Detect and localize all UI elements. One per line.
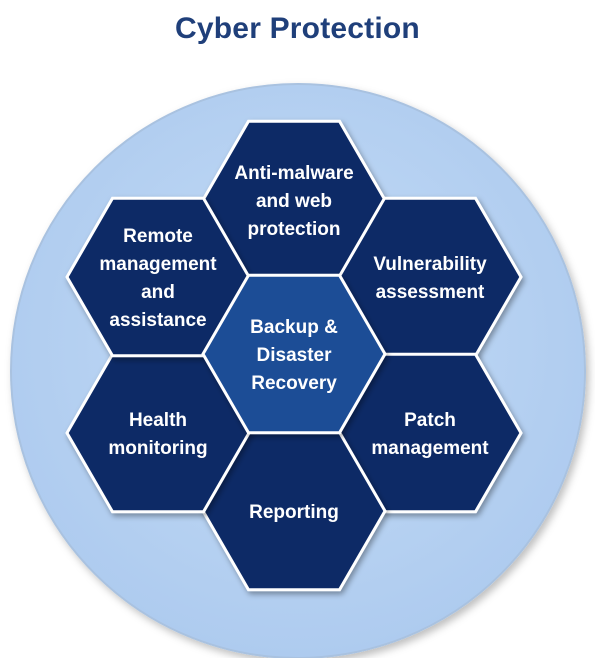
hexagon-patch: Patch management xyxy=(337,352,523,514)
hexagon-reporting: Reporting xyxy=(201,430,387,592)
hexagon-label-remote-line-1: Remote xyxy=(123,226,193,247)
hexagon-label-center-line-2: Disaster xyxy=(257,345,333,366)
hexagon-label-center-line-1: Backup & xyxy=(250,317,338,338)
hexagon-remote: Remote management and assistance xyxy=(65,196,251,358)
hexagon-shape-center xyxy=(201,273,387,435)
hexagon-label-anti-malware-line-2: and web xyxy=(256,191,332,212)
hexagon-label-health-line-2: monitoring xyxy=(108,438,207,459)
hexagon-label-anti-malware-line-1: Anti-malware xyxy=(234,163,353,184)
hexagon-label-vulnerability-line-1: Vulnerability xyxy=(373,254,487,275)
hexagon-label-remote-line-3: and xyxy=(141,282,175,303)
hexagon-label-center-line-3: Recovery xyxy=(251,373,337,394)
hexagon-label-health-line-1: Health xyxy=(129,410,187,431)
hexagon-label-patch-line-2: management xyxy=(371,438,489,459)
hexagon-label-remote-line-4: assistance xyxy=(109,310,206,331)
hexagon-label-reporting-line-1: Reporting xyxy=(249,502,339,523)
hexagon-label-anti-malware-line-3: protection xyxy=(248,219,341,240)
hexagon-label-patch-line-1: Patch xyxy=(404,410,456,431)
hexagon-vulnerability: Vulnerability assessment xyxy=(337,196,523,358)
diagram-title: Cyber Protection xyxy=(175,12,420,45)
hexagon-label-remote-line-2: management xyxy=(99,254,217,275)
hexagon-anti-malware: Anti-malware and web protection xyxy=(201,119,387,281)
hexagon-label-vulnerability-line-2: assessment xyxy=(376,282,485,303)
